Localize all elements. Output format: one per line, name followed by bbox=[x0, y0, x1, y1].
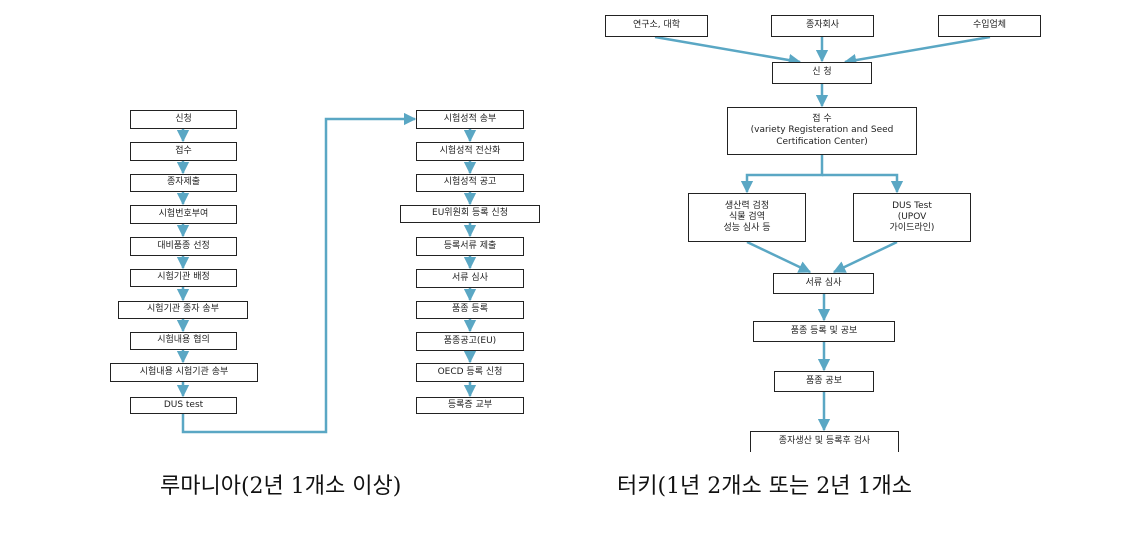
romania-step: 시험성적 송부 bbox=[416, 110, 524, 129]
romania-step: 시험번호부여 bbox=[130, 205, 237, 224]
turkey-source: 수입업체 bbox=[938, 15, 1041, 37]
turkey-publish: 품종 공보 bbox=[774, 371, 874, 392]
turkey-final: 종자생산 및 등록후 검사 bbox=[750, 431, 899, 452]
turkey-branch-left: 생산력 검정 식물 검역 성능 심사 등 bbox=[688, 193, 806, 242]
romania-step: 시험성적 공고 bbox=[416, 174, 524, 192]
turkey-receive: 접 수 (variety Registeration and Seed Cert… bbox=[727, 107, 917, 155]
romania-step: 시험내용 협의 bbox=[130, 332, 237, 350]
turkey-caption: 터키(1년 2개소 또는 2년 1개소 bbox=[617, 474, 912, 499]
turkey-branch-right: DUS Test (UPOV 가이드라인) bbox=[853, 193, 971, 242]
turkey-source: 연구소, 대학 bbox=[605, 15, 708, 37]
romania-step: 등록증 교부 bbox=[416, 397, 524, 414]
romania-step: 등록서류 제출 bbox=[416, 237, 524, 256]
romania-step: EU위원회 등록 신청 bbox=[400, 205, 540, 223]
romania-step: 품종공고(EU) bbox=[416, 332, 524, 351]
romania-step: 서류 심사 bbox=[416, 269, 524, 288]
romania-step: 종자제출 bbox=[130, 174, 237, 192]
romania-step: 접수 bbox=[130, 142, 237, 161]
romania-step: 시험내용 시험기관 송부 bbox=[110, 363, 258, 382]
turkey-source: 종자회사 bbox=[771, 15, 874, 37]
turkey-doc-review: 서류 심사 bbox=[773, 273, 874, 294]
romania-step: OECD 등록 신청 bbox=[416, 363, 524, 382]
romania-caption: 루마니아(2년 1개소 이상) bbox=[160, 474, 402, 499]
romania-step: 시험성적 전산화 bbox=[416, 142, 524, 161]
romania-step: 품종 등록 bbox=[416, 301, 524, 319]
romania-step: 신청 bbox=[130, 110, 237, 129]
romania-step: 대비품종 선정 bbox=[130, 237, 237, 256]
romania-step: DUS test bbox=[130, 397, 237, 414]
turkey-apply: 신 청 bbox=[772, 62, 872, 84]
turkey-register: 품종 등록 및 공보 bbox=[753, 321, 895, 342]
romania-step: 시험기관 종자 송부 bbox=[118, 301, 248, 319]
romania-step: 시험기관 배정 bbox=[130, 269, 237, 287]
